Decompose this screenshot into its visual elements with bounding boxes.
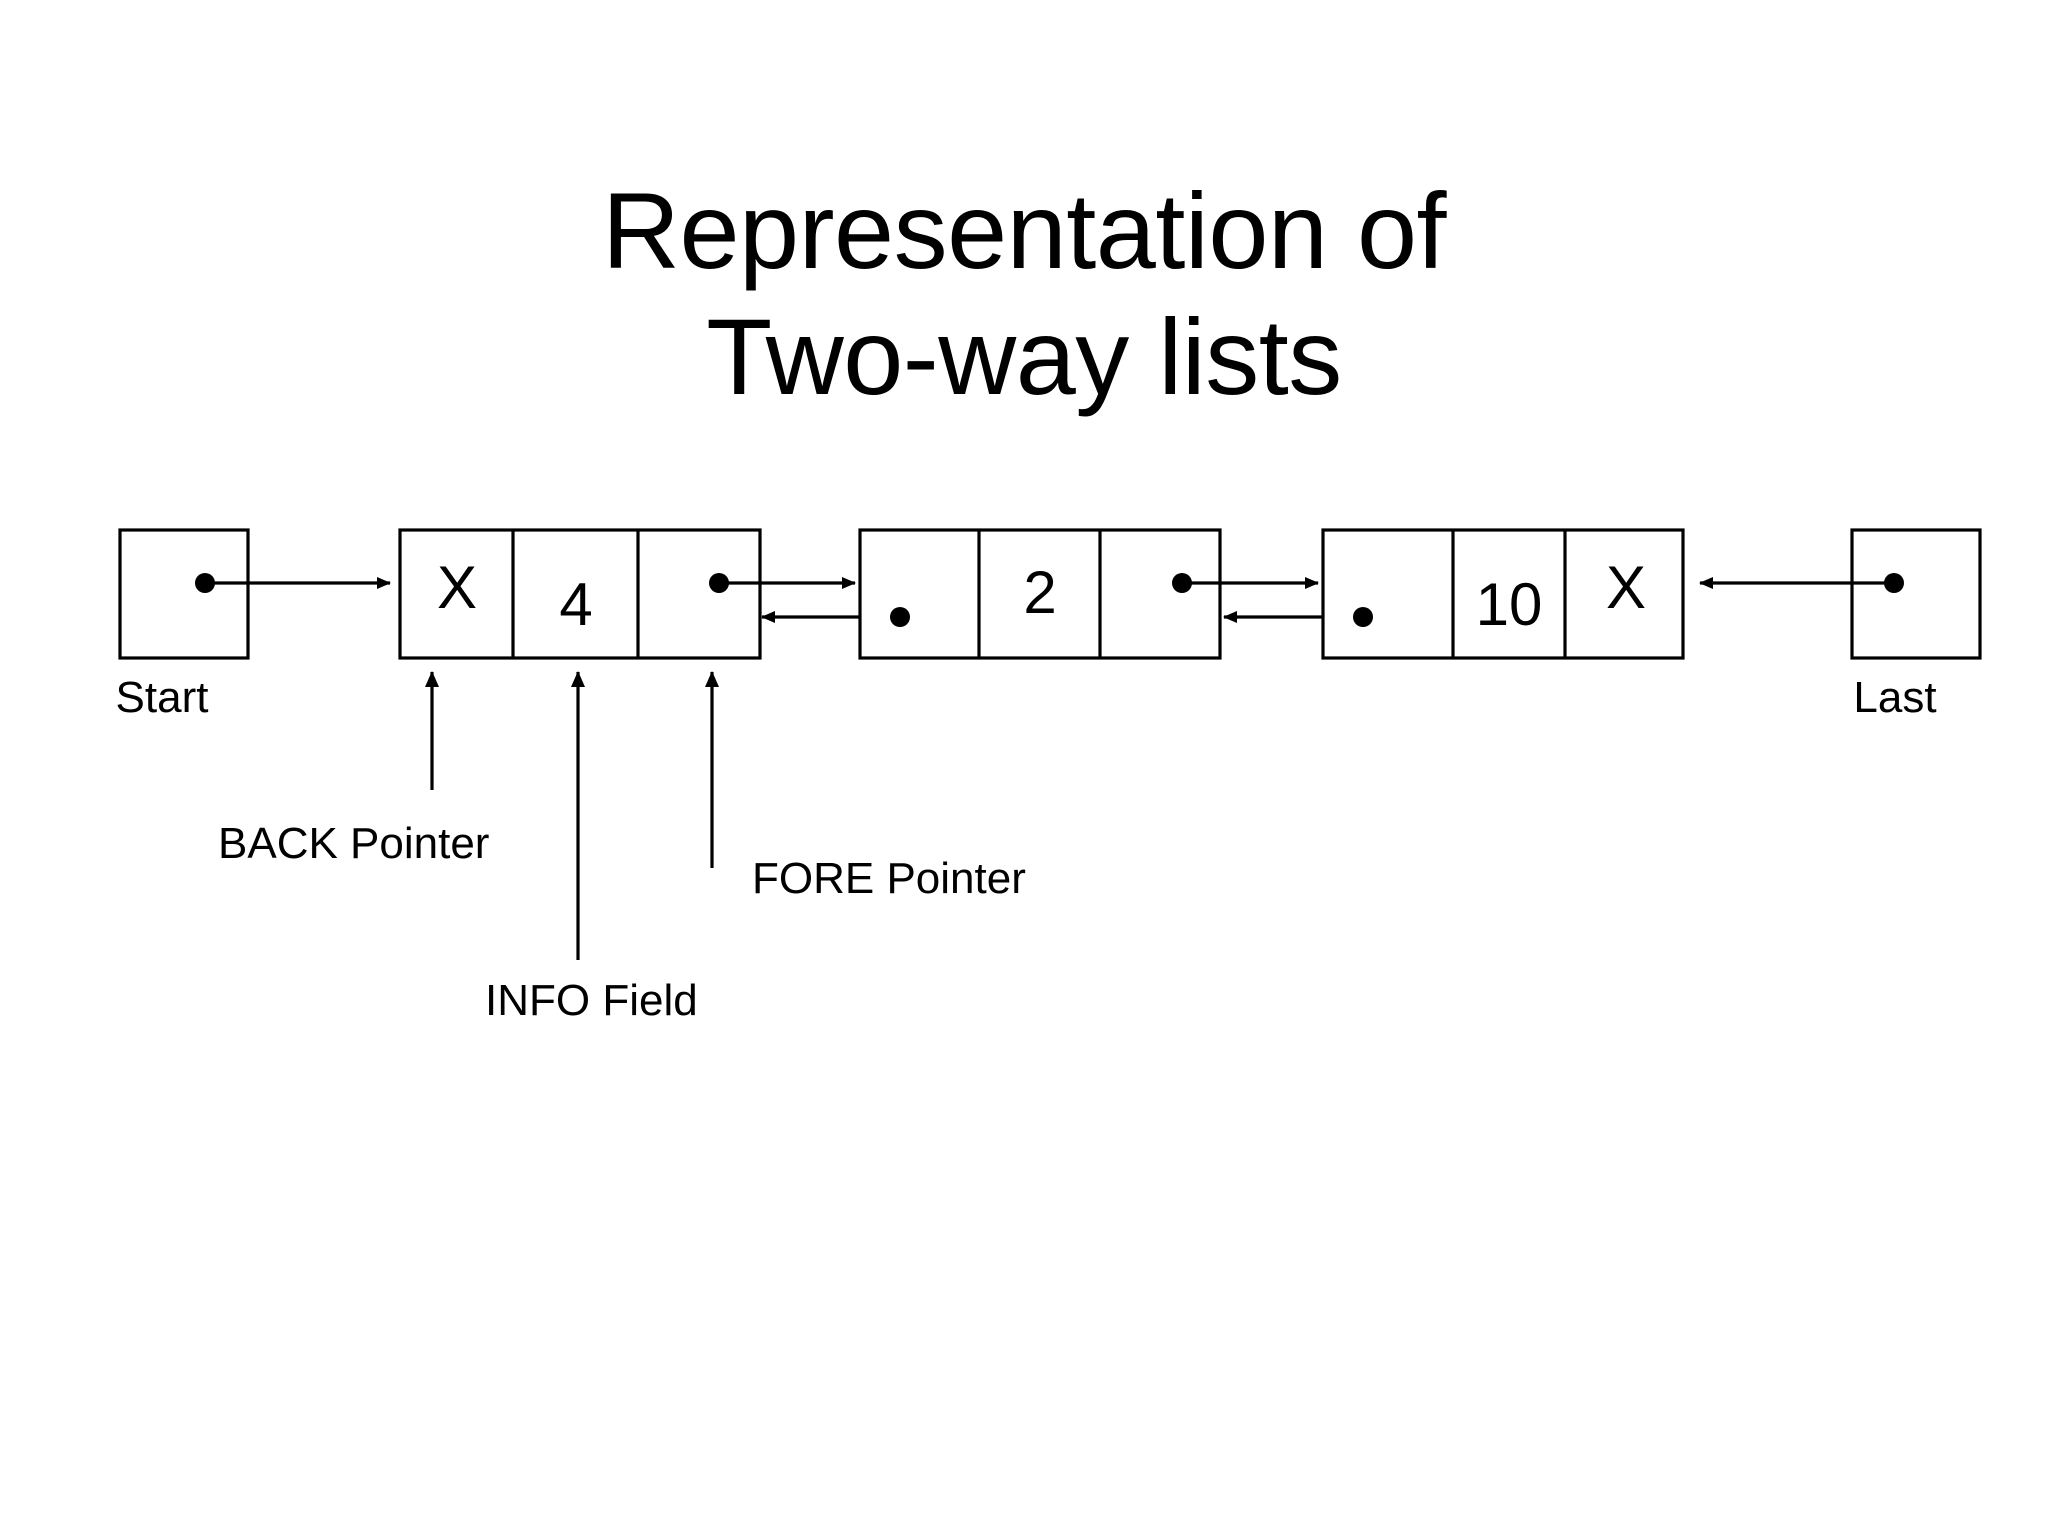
node-2-back-dot (890, 607, 910, 627)
last-label: Last (1853, 673, 1936, 722)
node-3-back-dot (1353, 607, 1373, 627)
node-2-box (858, 528, 1222, 660)
title-line-1: Representation of (601, 170, 1447, 291)
start-label: Start (116, 673, 209, 722)
start-box (118, 528, 250, 660)
back-pointer-label: BACK Pointer (218, 819, 489, 868)
node-3-info-value: 10 (1476, 571, 1543, 638)
node-1: X 4 (398, 528, 762, 660)
last-box (1850, 528, 1982, 660)
info-field-label: INFO Field (485, 976, 698, 1025)
annotation-info-field: INFO Field (485, 671, 698, 1025)
node-1-info-value: 4 (559, 571, 592, 638)
node-3: 10 X (1321, 528, 1685, 660)
node-1-back-value: X (437, 554, 477, 621)
last-node: Last (1699, 528, 1982, 722)
node-3-fore-value: X (1606, 554, 1646, 621)
node-2: 2 (858, 528, 1222, 660)
fore-pointer-label: FORE Pointer (752, 854, 1026, 903)
annotation-back-pointer: BACK Pointer (218, 671, 489, 868)
title-line-2: Two-way lists (706, 296, 1342, 418)
annotation-fore-pointer: FORE Pointer (705, 671, 1026, 903)
node-2-info-value: 2 (1023, 559, 1056, 626)
page-title: Representation of Two-way lists (0, 168, 2048, 421)
start-node: Start (116, 528, 391, 722)
node-3-box (1321, 528, 1685, 660)
node-1-box (398, 528, 762, 660)
